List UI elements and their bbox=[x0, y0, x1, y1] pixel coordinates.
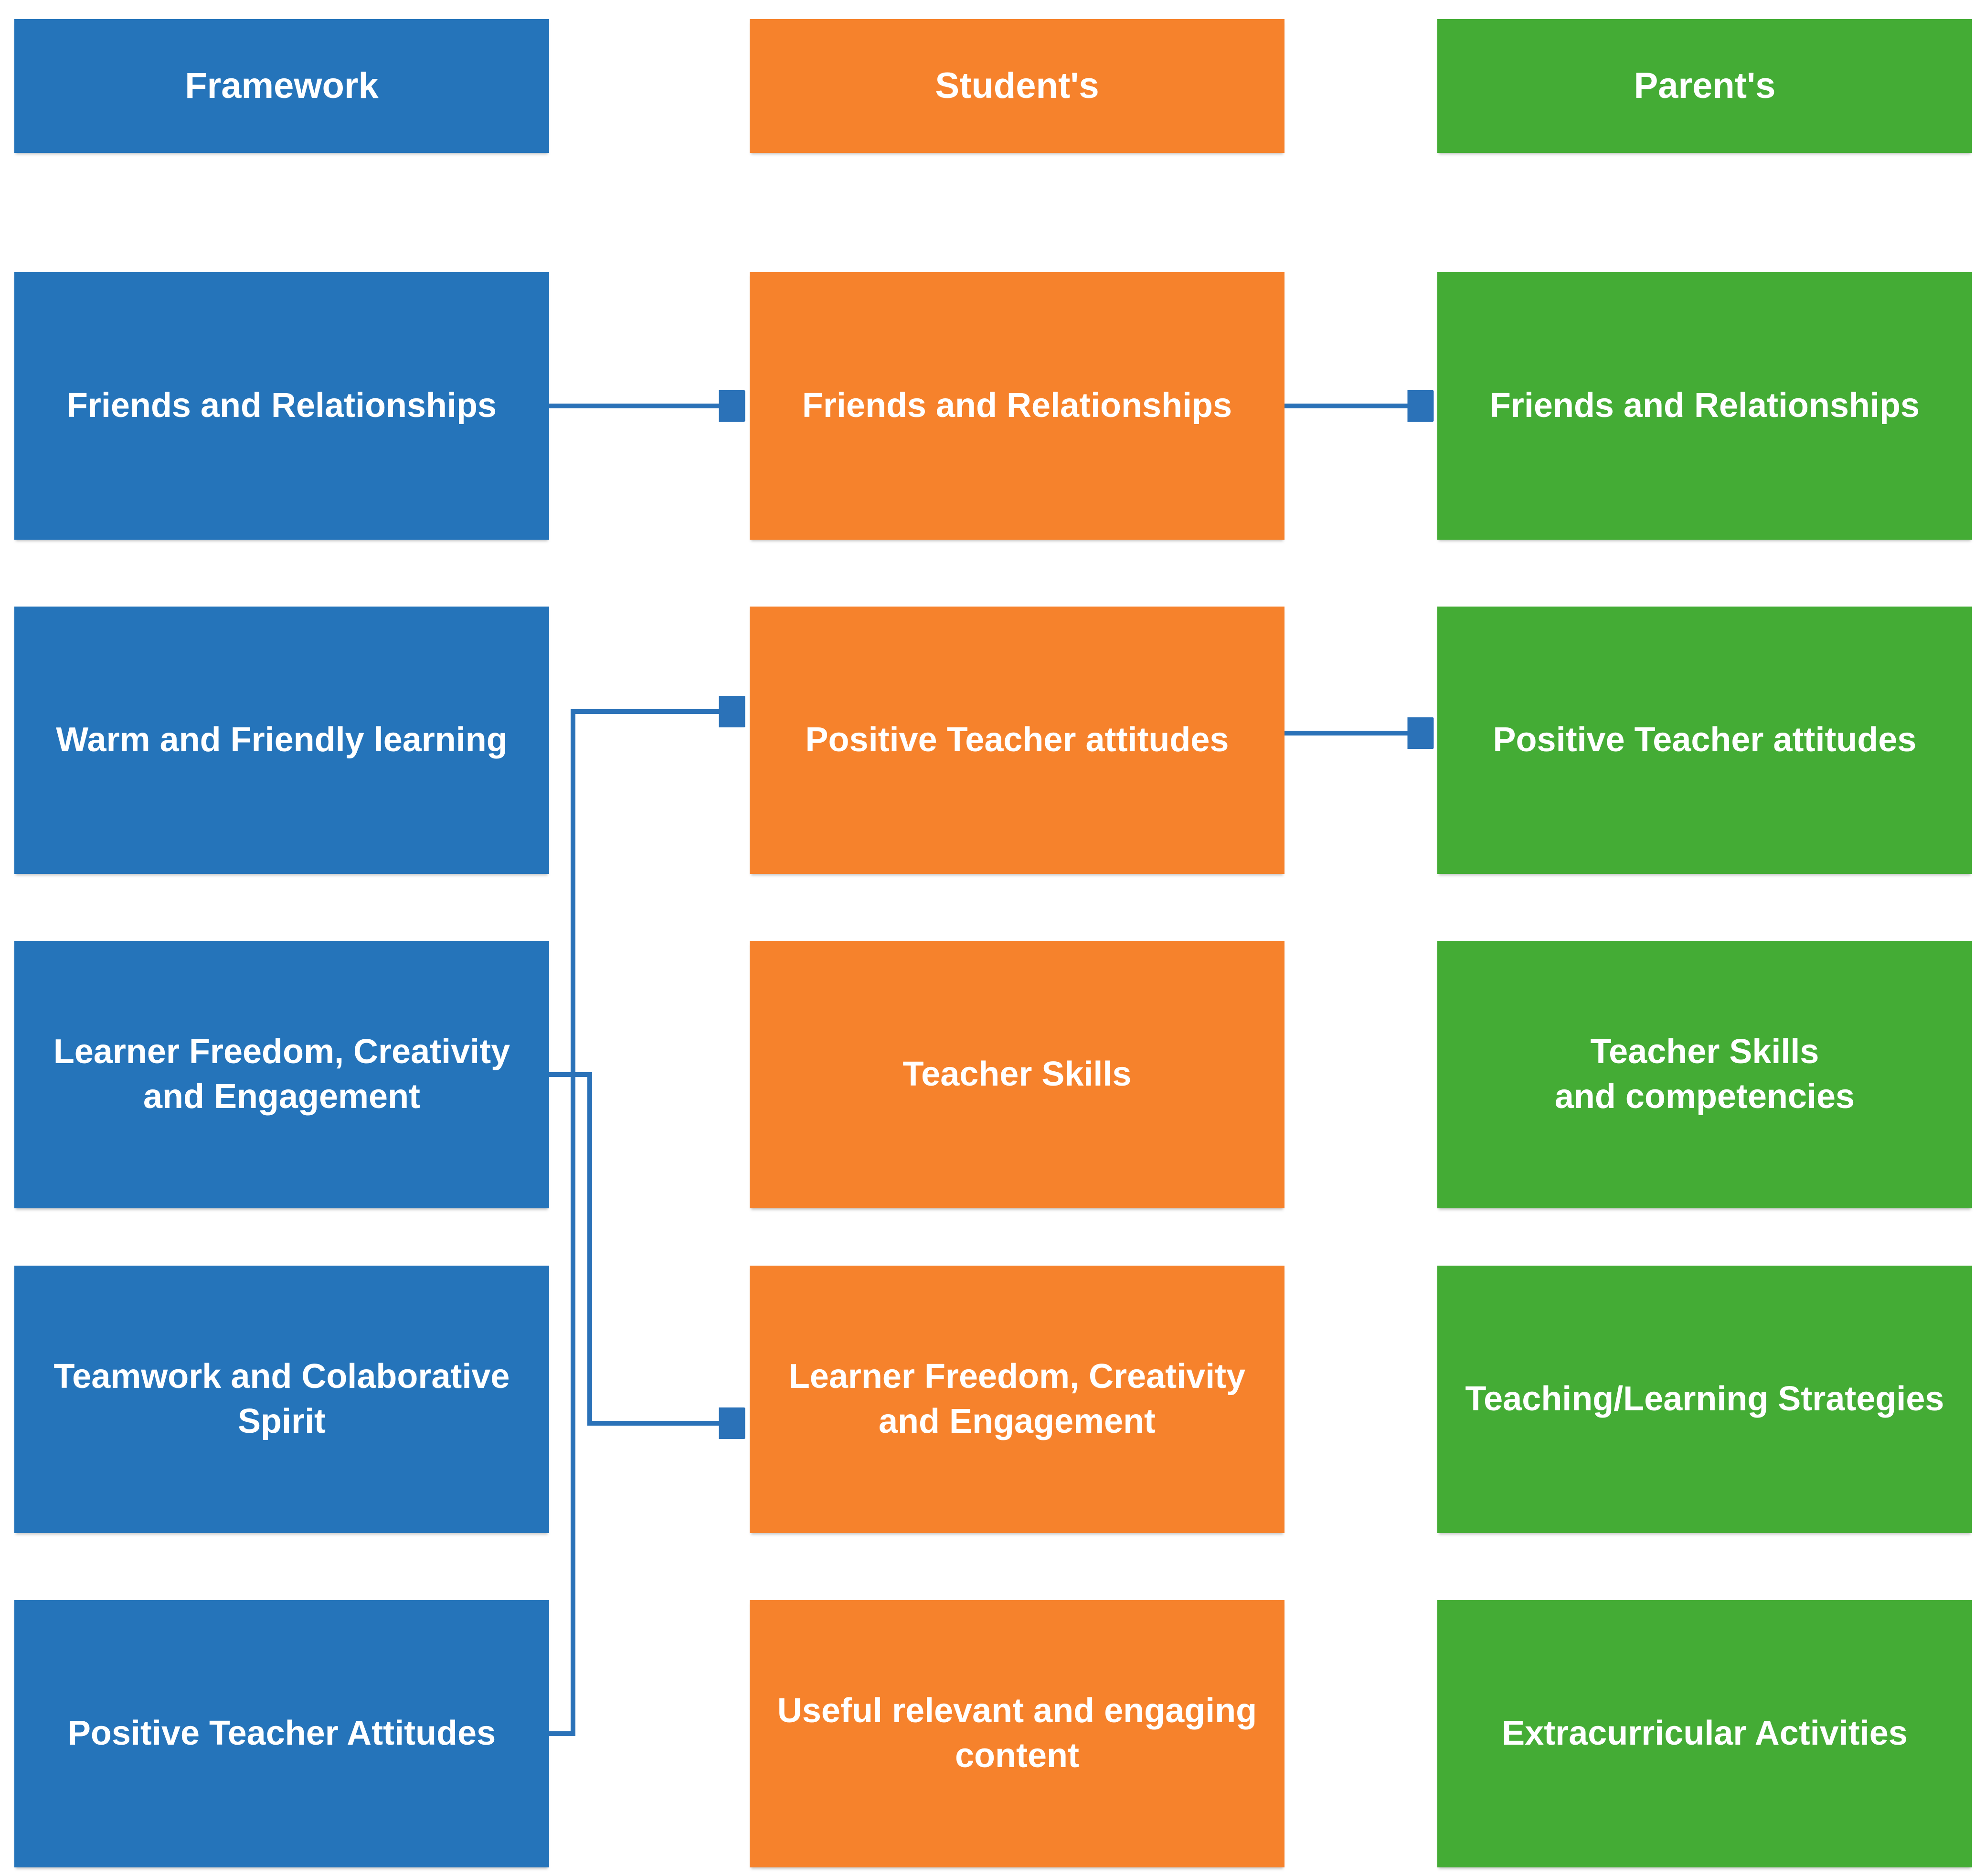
parents-header-box: Parent's bbox=[1437, 19, 1972, 153]
parents-item-extracurricular-activities: Extracurricular Activities bbox=[1437, 1600, 1972, 1867]
students-item-positive-teacher-attitudes: Positive Teacher attitudes bbox=[750, 607, 1284, 874]
parents-item-teacher-skills-and-competencies: Teacher Skills and competencies bbox=[1437, 941, 1972, 1208]
parents-item-teaching-learning-strategies: Teaching/Learning Strategies bbox=[1437, 1266, 1972, 1533]
framework-item-teamwork-and-colaborative-spirit: Teamwork and Colaborative Spirit bbox=[14, 1266, 549, 1533]
students-item-friends-and-relationships: Friends and Relationships bbox=[750, 272, 1284, 540]
students-item-teacher-skills: Teacher Skills bbox=[750, 941, 1284, 1208]
parents-item-friends-and-relationships: Friends and Relationships bbox=[1437, 272, 1972, 540]
framework-header-box: Framework bbox=[14, 19, 549, 153]
framework-item-warm-and-friendly-learning: Warm and Friendly learning bbox=[14, 607, 549, 874]
students-item-useful-relevant-engaging-content: Useful relevant and engaging content bbox=[750, 1600, 1284, 1867]
arrow-framework-learner-freedom-to-students-learner-freedom bbox=[549, 1072, 741, 1423]
arrow-framework-attitudes-to-students-attitudes bbox=[549, 712, 741, 1736]
framework-item-learner-freedom-creativity-engagement: Learner Freedom, Creativity and Engageme… bbox=[14, 941, 549, 1208]
parents-item-positive-teacher-attitudes: Positive Teacher attitudes bbox=[1437, 607, 1972, 874]
students-item-learner-freedom-creativity-engagement: Learner Freedom, Creativity and Engageme… bbox=[750, 1266, 1284, 1533]
framework-item-positive-teacher-attitudes: Positive Teacher Attitudes bbox=[14, 1600, 549, 1867]
students-header-box: Student's bbox=[750, 19, 1284, 153]
framework-item-friends-and-relationships: Friends and Relationships bbox=[14, 272, 549, 540]
